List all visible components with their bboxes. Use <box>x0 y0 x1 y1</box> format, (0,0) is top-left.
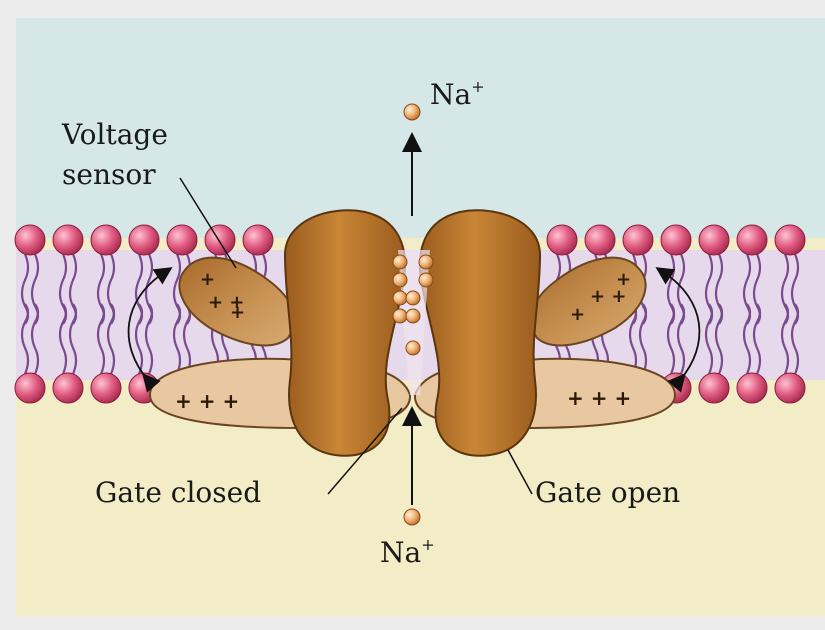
ion-bottom-charge: + <box>421 535 434 554</box>
lipid-head-outer <box>623 225 653 255</box>
lipid-head-inner <box>699 373 729 403</box>
ion-top-charge: + <box>471 77 484 96</box>
pore-ion <box>406 291 420 305</box>
channel-left-pore-domain <box>285 210 405 455</box>
ion-top <box>404 104 420 120</box>
lipid-head-inner <box>775 373 805 403</box>
pore-ion <box>406 309 420 323</box>
voltage-sensor-label-line1: Voltage <box>61 118 168 151</box>
lipid-head-outer <box>91 225 121 255</box>
lipid-head-outer <box>737 225 767 255</box>
pore-ion <box>393 273 407 287</box>
pore-ion <box>419 255 433 269</box>
pore-ion <box>393 291 407 305</box>
lipid-head-inner <box>91 373 121 403</box>
charge-left-lower: + + + <box>175 389 239 413</box>
pore-ion <box>406 341 420 355</box>
charge-right-lower: + + + <box>567 386 631 410</box>
charge-right-upper-b: + + <box>590 286 626 307</box>
charge-left-upper-a: + <box>200 269 215 290</box>
lipid-head-inner <box>15 373 45 403</box>
lipid-head-outer <box>775 225 805 255</box>
ion-bottom-symbol: Na <box>380 536 421 569</box>
charge-right-upper-c: + <box>570 304 585 325</box>
lipid-head-outer <box>167 225 197 255</box>
ion-top-symbol: Na <box>430 78 471 111</box>
lipid-head-outer <box>243 225 273 255</box>
charge-left-upper-c: + <box>230 302 245 323</box>
pore-ion <box>419 273 433 287</box>
lipid-head-outer <box>585 225 615 255</box>
gate-closed-label: Gate closed <box>95 476 261 509</box>
pore-ion <box>393 255 407 269</box>
lipid-head-inner <box>53 373 83 403</box>
lipid-head-outer <box>547 225 577 255</box>
voltage-sensor-label-line2: sensor <box>62 158 156 191</box>
lipid-head-inner <box>737 373 767 403</box>
lipid-head-outer <box>661 225 691 255</box>
channel-right-pore-domain <box>420 210 540 455</box>
pore-ion <box>393 309 407 323</box>
gate-open-label: Gate open <box>535 476 680 509</box>
ion-bottom <box>404 509 420 525</box>
lipid-head-outer <box>699 225 729 255</box>
lipid-head-outer <box>53 225 83 255</box>
lipid-head-outer <box>129 225 159 255</box>
lipid-head-outer <box>205 225 235 255</box>
lipid-head-outer <box>15 225 45 255</box>
